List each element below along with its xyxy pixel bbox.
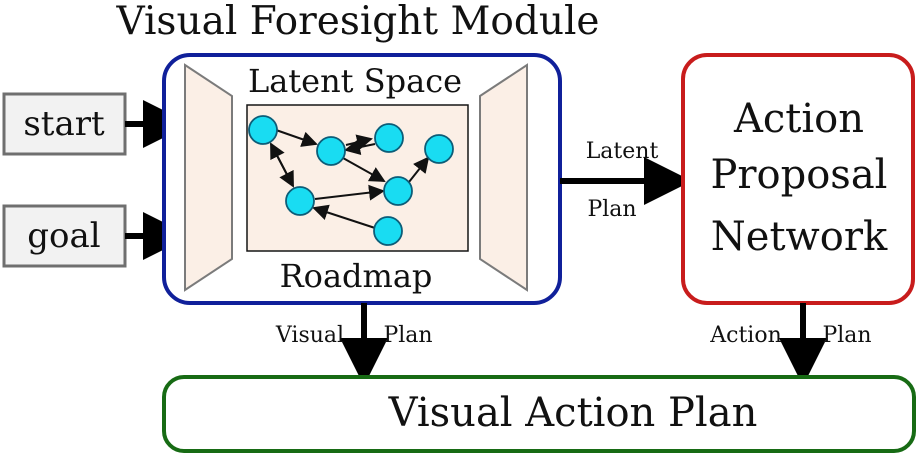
roadmap-nodes bbox=[248, 115, 454, 246]
roadmap-node bbox=[374, 123, 404, 153]
action-proposal-network-line1: Action bbox=[733, 96, 864, 142]
latent-space-title: Latent Space bbox=[248, 62, 462, 100]
roadmap-edge-4-6 bbox=[314, 184, 385, 201]
action-proposal-network-line2: Proposal bbox=[711, 152, 888, 198]
roadmap-edge-1-2 bbox=[275, 129, 318, 147]
roadmap-node bbox=[383, 176, 413, 206]
roadmap-label: Roadmap bbox=[280, 257, 433, 295]
roadmap-edge-4-1 bbox=[270, 142, 294, 187]
roadmap-edges bbox=[270, 129, 430, 229]
roadmap-edge-6-5 bbox=[408, 156, 430, 183]
action-proposal-network-line3: Network bbox=[711, 214, 888, 260]
roadmap-node bbox=[373, 216, 403, 246]
visual-plan-label-right: Plan bbox=[383, 323, 432, 348]
latent-plan-label-top: Latent bbox=[586, 139, 659, 164]
goal-label: goal bbox=[27, 216, 100, 256]
decoder-trapezoid bbox=[479, 63, 528, 292]
roadmap-node bbox=[285, 186, 315, 216]
start-input-box bbox=[2, 92, 127, 156]
goal-input-box bbox=[2, 204, 127, 268]
module-title: Visual Foresight Module bbox=[115, 0, 599, 44]
roadmap-edge-2-6 bbox=[342, 157, 386, 182]
action-plan-label-right: Plan bbox=[822, 323, 871, 348]
roadmap-panel bbox=[246, 104, 469, 252]
visual-plan-label-left: Visual bbox=[275, 323, 344, 348]
visual-action-plan-box bbox=[162, 375, 916, 453]
action-proposal-network-box bbox=[681, 53, 915, 305]
action-plan-label-left: Action bbox=[709, 323, 782, 348]
roadmap-node bbox=[316, 136, 346, 166]
start-label: start bbox=[23, 104, 105, 144]
roadmap-edge-7-4 bbox=[312, 204, 376, 229]
roadmap-node bbox=[424, 134, 454, 164]
roadmap-node bbox=[248, 115, 278, 145]
roadmap-edge-3-2 bbox=[344, 139, 376, 155]
visual-action-plan-label: Visual Action Plan bbox=[388, 390, 758, 436]
encoder-trapezoid bbox=[184, 63, 233, 292]
latent-plan-label-bottom: Plan bbox=[587, 197, 636, 222]
